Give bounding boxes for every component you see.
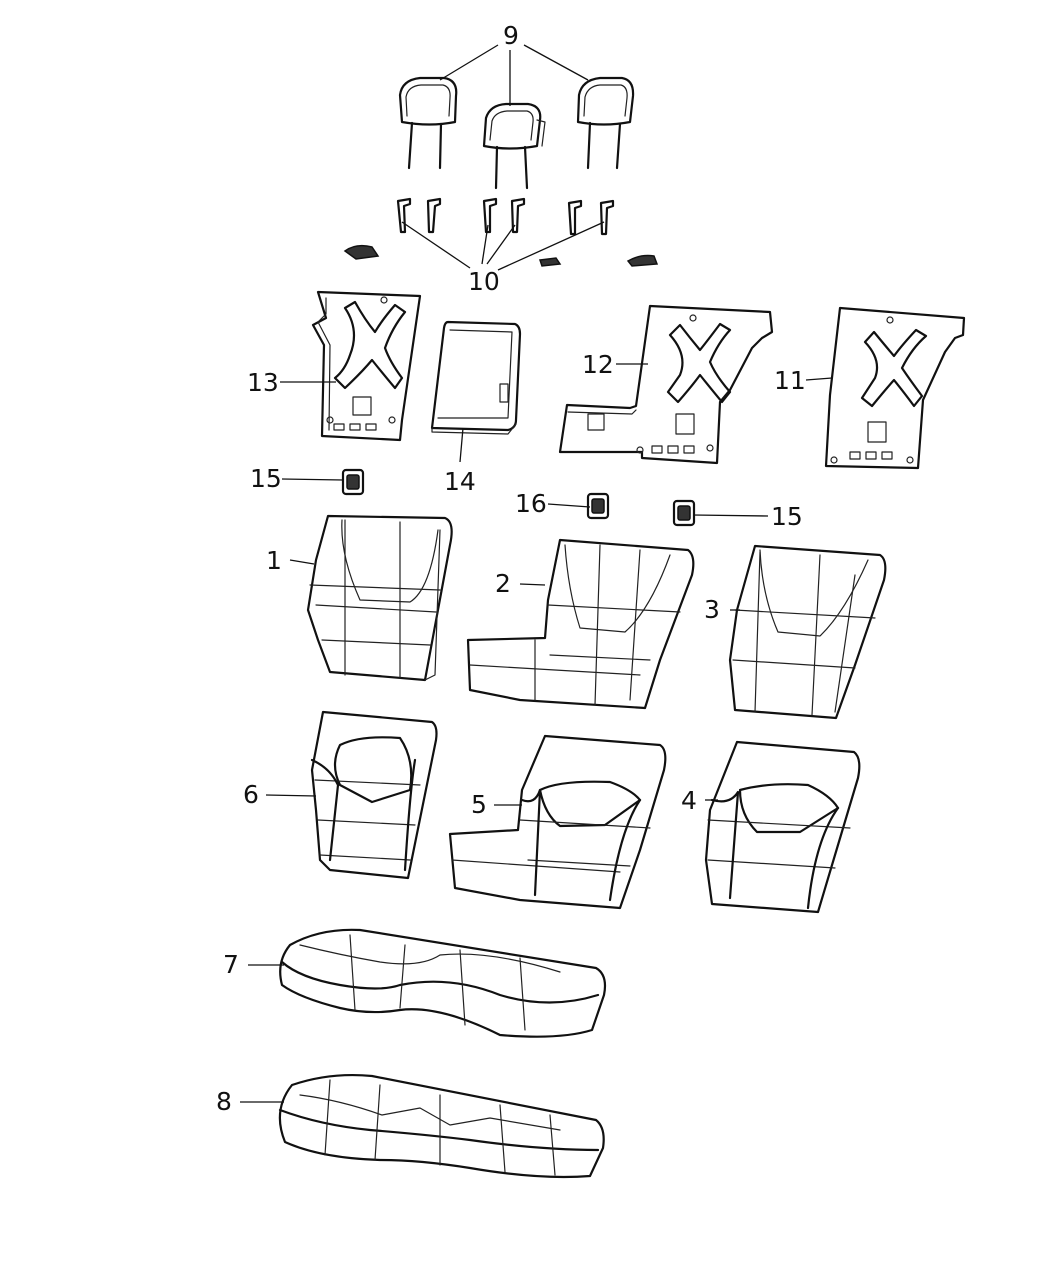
latch-bezel-16 [586,492,610,520]
seatback-foam-4 [704,740,861,914]
seatback-panel-13 [311,290,422,442]
callout-15b: 15 [771,502,803,531]
headrest-right [576,76,635,170]
callout-3: 3 [704,595,720,624]
seatback-cover-3 [728,544,887,720]
callout-1: 1 [266,546,282,575]
seatback-cover-1 [306,514,453,682]
callout-12: 12 [582,350,614,379]
callout-15a: 15 [250,464,282,493]
cushion-foam-8 [278,1073,605,1179]
seatback-foam-5 [448,734,667,910]
headrest-left [398,76,458,170]
callout-10: 10 [468,267,500,296]
callout-4: 4 [681,786,697,815]
headrest-guide [396,197,615,236]
callout-13: 13 [247,368,279,397]
callout-2: 2 [495,569,511,598]
seatback-panel-12 [558,304,774,465]
callout-11: 11 [774,366,806,395]
headrest-guide-cap [343,244,659,267]
seatback-foam-6 [310,710,438,880]
callout-7: 7 [223,950,239,979]
callout-6: 6 [243,780,259,809]
callout-8: 8 [216,1087,232,1116]
armrest-14 [430,320,522,435]
leader-lines [240,44,833,1103]
seatback-panel-11 [824,306,966,470]
callout-16: 16 [515,489,547,518]
callout-labels: 9 10 13 14 12 11 15 16 15 1 2 3 6 5 4 7 … [216,21,806,1116]
callout-5: 5 [471,790,487,819]
callout-14: 14 [444,467,476,496]
latch-bezel-15 [341,468,696,527]
callout-9: 9 [503,21,519,50]
seatback-cover-2 [466,538,695,710]
headrest-center [482,102,546,190]
cushion-cover-7 [279,928,607,1038]
